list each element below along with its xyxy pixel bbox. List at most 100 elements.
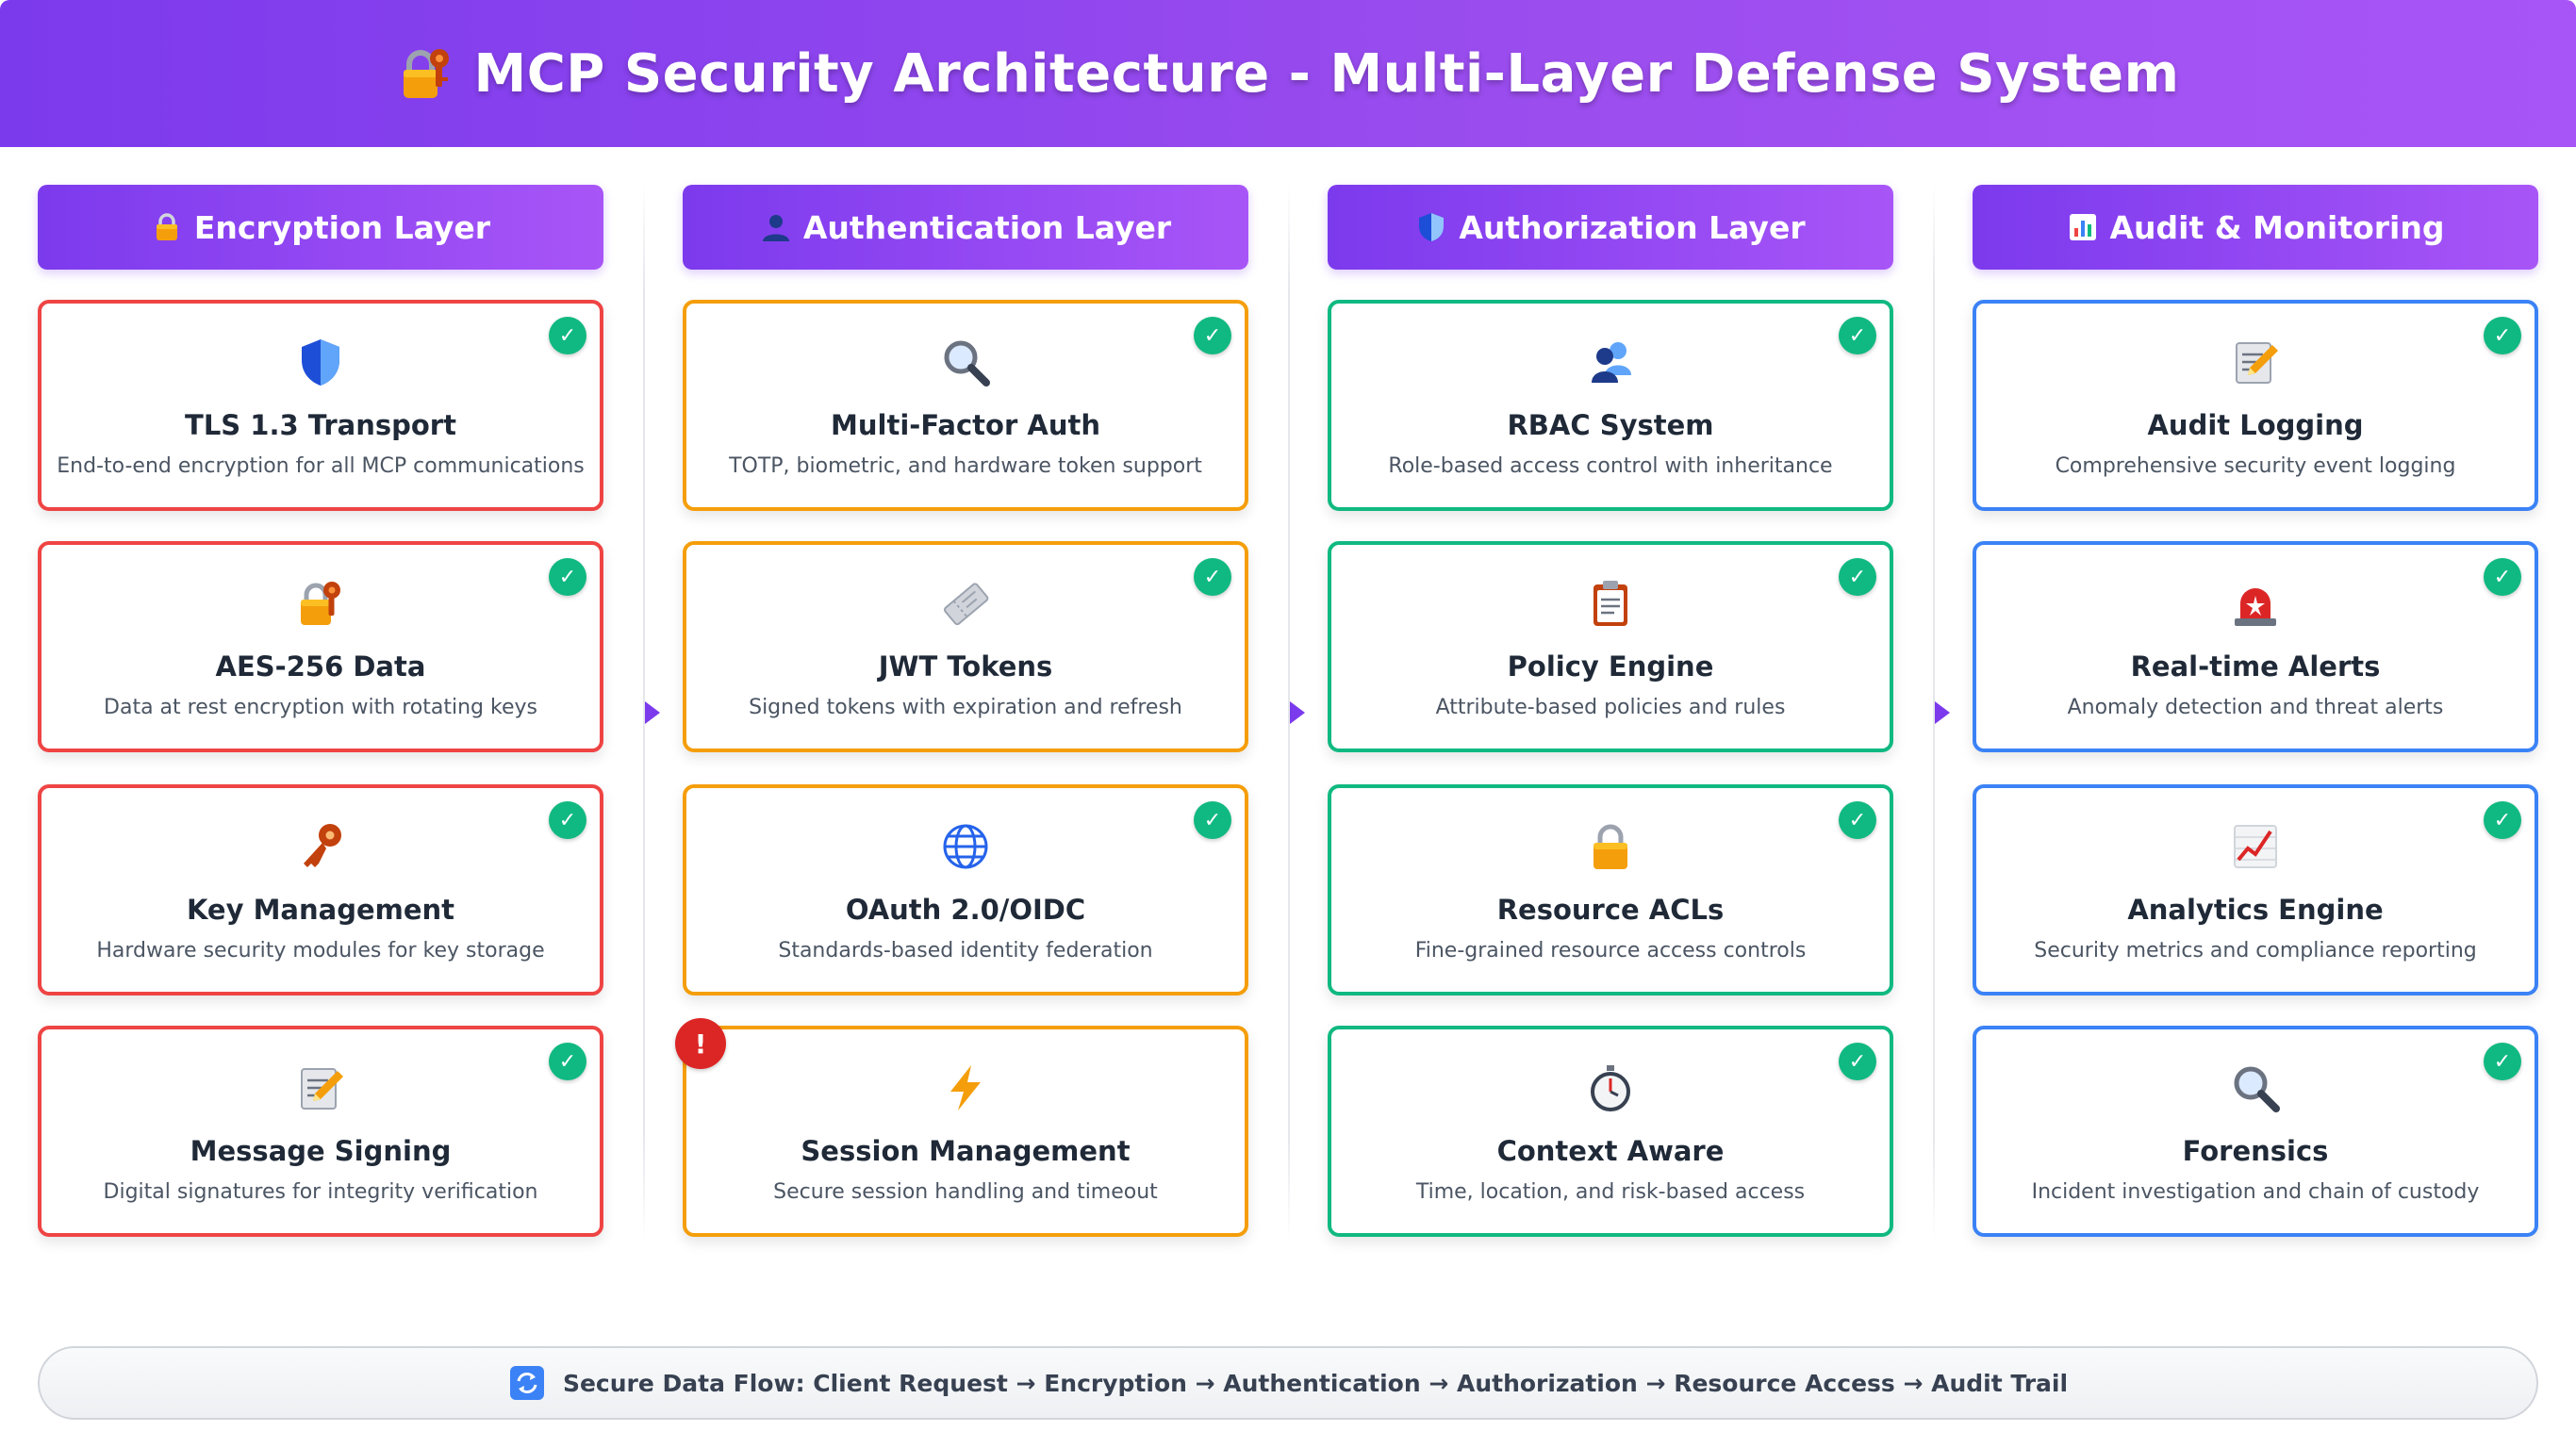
check-status-icon: ✓ bbox=[1839, 1043, 1876, 1080]
flow-arrow-icon bbox=[645, 701, 660, 724]
card-title: Real-time Alerts bbox=[2130, 650, 2381, 683]
magnifier-icon bbox=[939, 336, 992, 388]
lock-with-key-icon bbox=[396, 43, 456, 104]
card-description: End-to-end encryption for all MCP commun… bbox=[57, 454, 585, 478]
card-title: Key Management bbox=[186, 894, 455, 926]
padlock-icon bbox=[1584, 820, 1637, 873]
user-icon bbox=[760, 211, 792, 243]
magnifier-icon bbox=[2229, 1061, 2282, 1114]
column-audit-monitoring: Audit & Monitoring Audit Logging Compreh… bbox=[1973, 185, 2538, 1237]
card-rbac-system[interactable]: RBAC System Role-based access control wi… bbox=[1328, 300, 1893, 511]
check-status-icon: ✓ bbox=[549, 558, 586, 596]
header-banner: MCP Security Architecture - Multi-Layer … bbox=[0, 0, 2576, 147]
card-title: Multi-Factor Auth bbox=[831, 409, 1100, 441]
column-separator bbox=[1288, 185, 1290, 1241]
card-description: Incident investigation and chain of cust… bbox=[2031, 1180, 2480, 1204]
card-context-aware[interactable]: Context Aware Time, location, and risk-b… bbox=[1328, 1026, 1893, 1237]
stopwatch-icon bbox=[1584, 1061, 1637, 1114]
card-forensics[interactable]: Forensics Incident investigation and cha… bbox=[1973, 1026, 2538, 1237]
card-title: RBAC System bbox=[1507, 409, 1714, 441]
card-tls-transport[interactable]: TLS 1.3 Transport End-to-end encryption … bbox=[38, 300, 603, 511]
card-title: Audit Logging bbox=[2147, 409, 2364, 441]
secure-data-flow-bar: Secure Data Flow: Client Request → Encry… bbox=[38, 1346, 2538, 1420]
column-encryption-layer: Encryption Layer TLS 1.3 Transport End-t… bbox=[38, 185, 603, 1237]
card-description: Data at rest encryption with rotating ke… bbox=[104, 696, 537, 719]
check-status-icon: ✓ bbox=[2484, 558, 2521, 596]
column-header-label: Encryption Layer bbox=[193, 208, 491, 246]
secure-data-flow-text: Secure Data Flow: Client Request → Encry… bbox=[562, 1369, 2069, 1397]
users-icon bbox=[1584, 336, 1637, 388]
card-policy-engine[interactable]: Policy Engine Attribute-based policies a… bbox=[1328, 541, 1893, 752]
check-status-icon: ✓ bbox=[2484, 1043, 2521, 1080]
page-title: MCP Security Architecture - Multi-Layer … bbox=[396, 43, 2179, 105]
check-status-icon: ✓ bbox=[549, 1043, 586, 1080]
card-oauth-oidc[interactable]: OAuth 2.0/OIDC Standards-based identity … bbox=[683, 784, 1248, 996]
check-status-icon: ✓ bbox=[1839, 317, 1876, 354]
card-message-signing[interactable]: Message Signing Digital signatures for i… bbox=[38, 1026, 603, 1237]
key-icon bbox=[294, 820, 347, 873]
column-authentication-layer: Authentication Layer Multi-Factor Auth T… bbox=[675, 185, 1248, 1237]
check-status-icon: ✓ bbox=[1839, 558, 1876, 596]
page-title-text: MCP Security Architecture - Multi-Layer … bbox=[473, 42, 2180, 105]
card-title: Message Signing bbox=[190, 1135, 452, 1167]
card-title: Forensics bbox=[2182, 1135, 2329, 1167]
card-title: Analytics Engine bbox=[2127, 894, 2384, 926]
card-description: Fine-grained resource access controls bbox=[1414, 939, 1807, 963]
check-status-icon: ✓ bbox=[549, 801, 586, 839]
card-description: Security metrics and compliance reportin… bbox=[2034, 939, 2477, 963]
card-title: AES-256 Data bbox=[215, 650, 426, 683]
card-aes-data[interactable]: AES-256 Data Data at rest encryption wit… bbox=[38, 541, 603, 752]
card-description: Anomaly detection and threat alerts bbox=[2067, 696, 2444, 719]
card-description: Hardware security modules for key storag… bbox=[96, 939, 545, 963]
ticket-icon bbox=[939, 577, 992, 630]
bar-chart-icon bbox=[2067, 211, 2099, 243]
card-description: Time, location, and risk-based access bbox=[1415, 1180, 1806, 1204]
trend-chart-icon bbox=[2229, 820, 2282, 873]
column-header-label: Audit & Monitoring bbox=[2109, 208, 2445, 246]
card-realtime-alerts[interactable]: Real-time Alerts Anomaly detection and t… bbox=[1973, 541, 2538, 752]
memo-icon bbox=[294, 1061, 347, 1114]
card-title: TLS 1.3 Transport bbox=[185, 409, 456, 441]
card-description: Signed tokens with expiration and refres… bbox=[749, 696, 1182, 719]
card-multi-factor-auth[interactable]: Multi-Factor Auth TOTP, biometric, and h… bbox=[683, 300, 1248, 511]
flow-arrow-icon bbox=[1290, 701, 1305, 724]
check-status-icon: ✓ bbox=[1194, 558, 1231, 596]
check-status-icon: ✓ bbox=[2484, 801, 2521, 839]
lock-with-key-icon bbox=[294, 577, 347, 630]
column-header-label: Authentication Layer bbox=[802, 208, 1172, 246]
cycle-arrows-icon bbox=[508, 1364, 546, 1402]
column-header-label: Authorization Layer bbox=[1459, 208, 1806, 246]
card-analytics-engine[interactable]: Analytics Engine Security metrics and co… bbox=[1973, 784, 2538, 996]
column-header: Authentication Layer bbox=[683, 185, 1248, 270]
card-title: JWT Tokens bbox=[878, 650, 1053, 683]
card-key-management[interactable]: Key Management Hardware security modules… bbox=[38, 784, 603, 996]
card-title: Resource ACLs bbox=[1496, 894, 1725, 926]
flow-arrow-icon bbox=[1935, 701, 1950, 724]
card-description: Standards-based identity federation bbox=[778, 939, 1153, 963]
check-status-icon: ✓ bbox=[549, 317, 586, 354]
card-description: Digital signatures for integrity verific… bbox=[103, 1180, 538, 1204]
lightning-icon bbox=[939, 1061, 992, 1114]
lock-icon bbox=[151, 211, 183, 243]
card-session-management[interactable]: Session Management Secure session handli… bbox=[675, 1018, 1248, 1237]
card-resource-acls[interactable]: Resource ACLs Fine-grained resource acce… bbox=[1328, 784, 1893, 996]
memo-icon bbox=[2229, 336, 2282, 388]
card-description: Secure session handling and timeout bbox=[773, 1180, 1158, 1204]
globe-icon bbox=[939, 820, 992, 873]
column-header: Audit & Monitoring bbox=[1973, 185, 2538, 270]
card-description: Role-based access control with inheritan… bbox=[1388, 454, 1833, 478]
siren-icon bbox=[2229, 577, 2282, 630]
check-status-icon: ✓ bbox=[1194, 317, 1231, 354]
column-authorization-layer: Authorization Layer RBAC System Role-bas… bbox=[1328, 185, 1893, 1237]
card-title: Policy Engine bbox=[1507, 650, 1714, 683]
card-description: Attribute-based policies and rules bbox=[1435, 696, 1786, 719]
card-jwt-tokens[interactable]: JWT Tokens Signed tokens with expiration… bbox=[683, 541, 1248, 752]
check-status-icon: ✓ bbox=[1839, 801, 1876, 839]
card-audit-logging[interactable]: Audit Logging Comprehensive security eve… bbox=[1973, 300, 2538, 511]
warning-status-icon: ! bbox=[675, 1018, 726, 1069]
card-title: OAuth 2.0/OIDC bbox=[845, 894, 1086, 926]
card-title: Context Aware bbox=[1496, 1135, 1725, 1167]
clipboard-icon bbox=[1584, 577, 1637, 630]
card-title: Session Management bbox=[801, 1135, 1131, 1167]
